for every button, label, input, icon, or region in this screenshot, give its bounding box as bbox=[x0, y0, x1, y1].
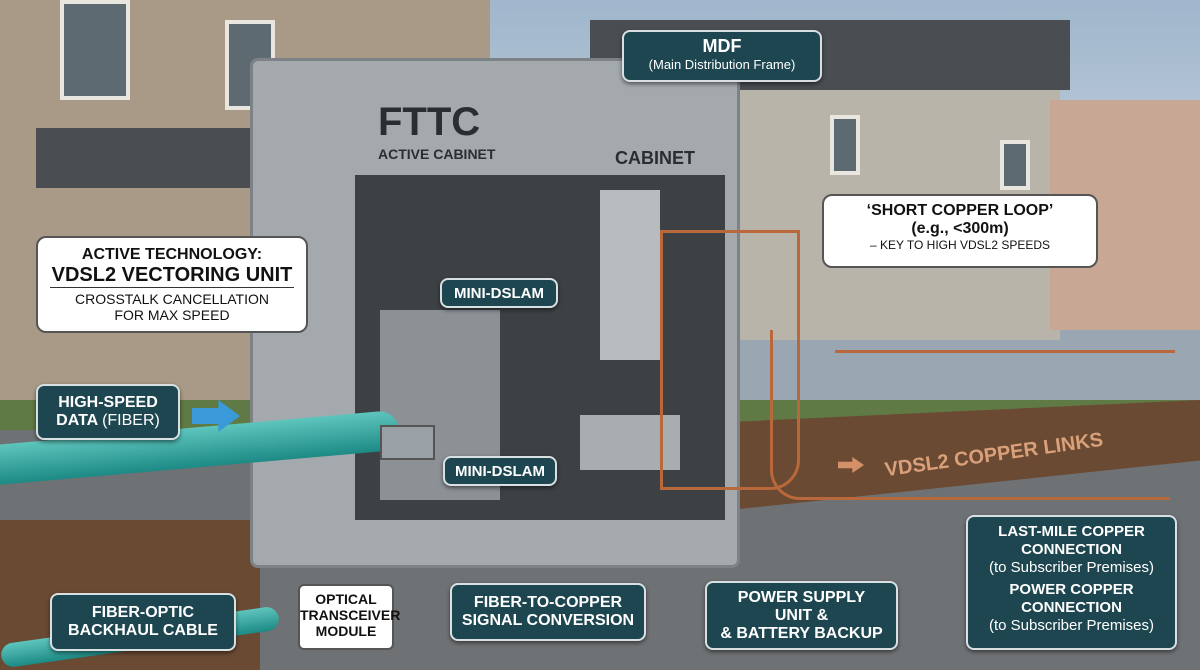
conversion-label: FIBER-TO-COPPER SIGNAL CONVERSION bbox=[450, 583, 646, 641]
label-line: CONNECTION bbox=[1021, 599, 1122, 616]
label-line: UNIT & bbox=[774, 607, 829, 624]
label-line: TRANSCEIVER bbox=[300, 607, 401, 623]
label-line: POWER COPPER bbox=[1009, 581, 1134, 598]
active-tech-line1: ACTIVE TECHNOLOGY: bbox=[81, 246, 263, 263]
porch-roof bbox=[36, 128, 256, 188]
mdf-title: MDF bbox=[702, 36, 742, 56]
window bbox=[830, 115, 860, 175]
label-line: BACKHAUL CABLE bbox=[68, 622, 218, 639]
short-loop-label: ‘SHORT COPPER LOOP’ (e.g., <300m) – KEY … bbox=[822, 194, 1098, 268]
label-line: & BATTERY BACKUP bbox=[720, 625, 883, 642]
copper-cable bbox=[770, 330, 1170, 500]
mdf-label: MDF (Main Distribution Frame) bbox=[622, 30, 822, 82]
label-line: OPTICAL bbox=[315, 591, 377, 607]
power-supply-label: POWER SUPPLY UNIT & & BATTERY BACKUP bbox=[705, 581, 898, 650]
fiber-connector bbox=[380, 425, 435, 460]
active-tech-label: ACTIVE TECHNOLOGY: VDSL2 VECTORING UNIT … bbox=[36, 236, 308, 333]
transceiver-label: OPTICAL TRANSCEIVER MODULE bbox=[298, 584, 401, 650]
cabinet-subtitle: ACTIVE CABINET bbox=[378, 146, 496, 162]
active-tech-line2: VDSL2 VECTORING UNIT bbox=[50, 264, 294, 288]
mini-dslam-label-bottom: MINI-DSLAM bbox=[443, 456, 557, 486]
high-speed-fiber: (FIBER) bbox=[102, 412, 160, 429]
copper-cable bbox=[660, 230, 800, 490]
label-line: CONNECTION bbox=[1021, 541, 1122, 558]
label-line: FIBER-TO-COPPER bbox=[473, 594, 623, 611]
window bbox=[60, 0, 130, 100]
mdf-subtitle: (Main Distribution Frame) bbox=[648, 57, 796, 72]
last-mile-label: LAST-MILE COPPER CONNECTION (to Subscrib… bbox=[966, 515, 1177, 650]
cabinet-right-label: CABINET bbox=[615, 148, 695, 168]
short-loop-title: ‘SHORT COPPER LOOP’ bbox=[866, 202, 1054, 219]
short-loop-detail: (e.g., <300m) bbox=[911, 220, 1009, 237]
label-line: LAST-MILE COPPER bbox=[998, 523, 1145, 540]
active-tech-line4: FOR MAX SPEED bbox=[114, 307, 230, 323]
label-line: (to Subscriber Premises) bbox=[988, 617, 1155, 634]
mini-dslam-label-top: MINI-DSLAM bbox=[440, 278, 558, 308]
label-line: SIGNAL CONVERSION bbox=[461, 612, 635, 629]
label-line: FIBER-OPTIC bbox=[91, 604, 195, 621]
short-loop-note: – KEY TO HIGH VDSL2 SPEEDS bbox=[869, 238, 1051, 252]
window bbox=[1000, 140, 1030, 190]
high-speed-label: HIGH-SPEED DATA (FIBER) bbox=[36, 384, 180, 440]
active-tech-line3: CROSSTALK CANCELLATION bbox=[75, 291, 269, 307]
label-line: POWER SUPPLY bbox=[737, 589, 866, 606]
patch-panel bbox=[600, 190, 660, 360]
high-speed-line1: HIGH-SPEED bbox=[58, 394, 158, 411]
cabinet-title: FTTC bbox=[378, 100, 481, 144]
copper-cable bbox=[835, 350, 1175, 353]
high-speed-data: DATA bbox=[56, 412, 98, 429]
label-line: MODULE bbox=[315, 623, 377, 639]
fiber-cable-label: FIBER-OPTIC BACKHAUL CABLE bbox=[50, 593, 236, 651]
label-line: (to Subscriber Premises) bbox=[988, 559, 1155, 576]
